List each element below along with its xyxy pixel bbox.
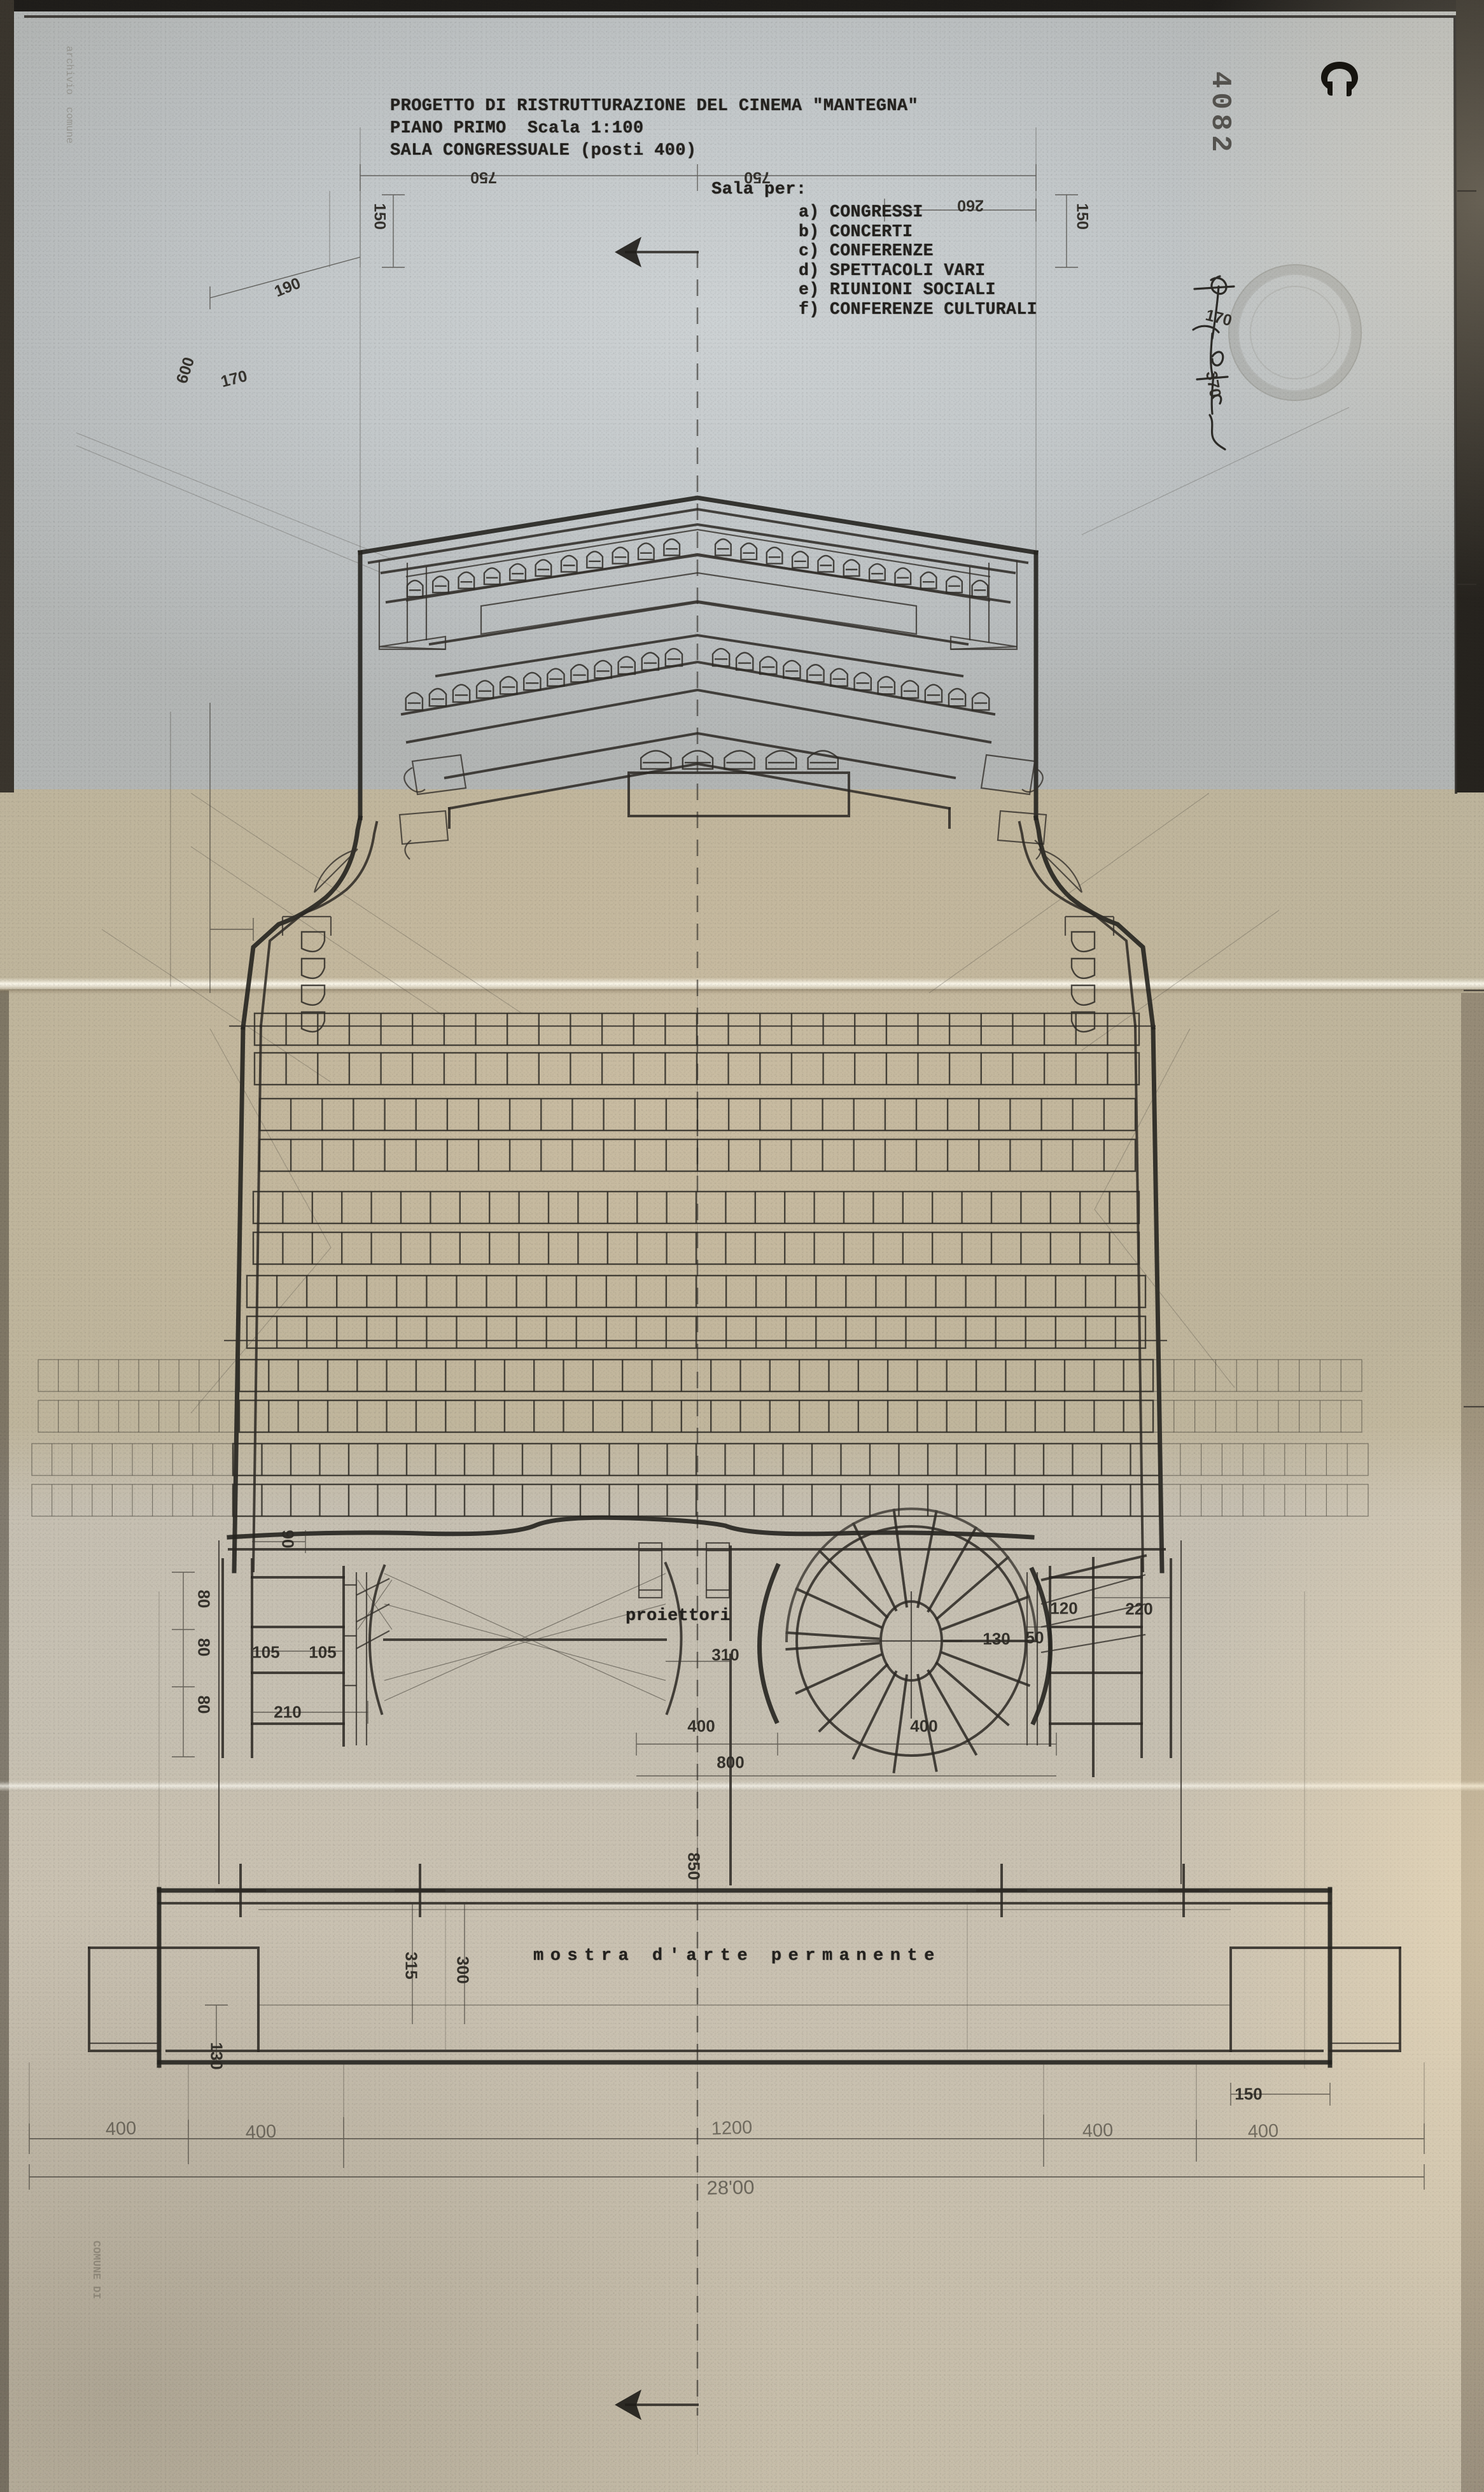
projection-level	[218, 1507, 1182, 1885]
dimension-label: 750	[470, 168, 497, 187]
projection-booth-left	[368, 1542, 732, 1715]
dimension-lines	[29, 127, 1425, 2190]
main-seating	[31, 1012, 1369, 1517]
dimension-label: 105	[309, 1642, 337, 1662]
overall-dimension-label: 400	[1247, 2120, 1279, 2143]
balcony-chairs	[405, 538, 990, 711]
projectors-label: proiettori	[626, 1607, 731, 1626]
balcony-side-box-right	[949, 560, 1018, 651]
dimension-label: 400	[687, 1716, 715, 1736]
construction-lines	[76, 407, 1350, 2069]
dimension-label: 150	[1073, 203, 1091, 230]
seat-row	[238, 1358, 1154, 1393]
balcony-plan	[357, 495, 1039, 829]
dimension-label: 150	[370, 203, 389, 230]
balcony-partition	[480, 572, 918, 635]
stage-furniture-left-2	[398, 810, 449, 860]
section-line-a-a	[615, 237, 699, 2420]
overall-dimension-label: 400	[245, 2121, 277, 2143]
dimension-label: 315	[402, 1952, 421, 1980]
dimension-label: 90	[278, 1530, 298, 1549]
exhibition-label: mostra d'arte permanente	[533, 1946, 941, 1966]
dimension-label: 80	[194, 1695, 214, 1714]
handwritten-signature	[1192, 275, 1235, 451]
balcony-seat-row-1	[405, 528, 991, 602]
dimension-label: 850	[684, 1852, 704, 1880]
ink-stamp-mark	[1321, 62, 1358, 97]
dimension-label: 120	[1050, 1598, 1078, 1618]
dimension-label: 50	[1025, 1628, 1044, 1647]
embossed-seal	[1228, 264, 1362, 401]
title-block: PROGETTO DI RISTRUTTURAZIONE DEL CINEMA …	[390, 97, 919, 160]
dimension-label: 260	[957, 196, 984, 215]
projector-machines	[638, 1542, 731, 1599]
dimension-label: 400	[910, 1716, 938, 1736]
overall-dimension-label: 1200	[711, 2117, 753, 2139]
dimension-label: 130	[207, 2042, 227, 2070]
balcony-side-box-left	[378, 560, 447, 651]
overall-total-dimension: 28'00	[706, 2176, 755, 2199]
spiral-staircase	[757, 1507, 1053, 1773]
dimension-label: 800	[717, 1752, 745, 1772]
left-exit-stair	[356, 1578, 393, 1649]
stage-furniture-right	[980, 754, 1044, 796]
dimension-label: 310	[711, 1645, 739, 1665]
dimension-label: 220	[1125, 1599, 1153, 1619]
dimension-label: 130	[983, 1629, 1011, 1649]
exhibition-hall	[88, 1864, 1401, 2068]
uses-heading: Sala per:	[711, 180, 807, 199]
uses-list: a) CONGRESSI b) CONCERTI c) CONFERENZE d…	[799, 202, 1037, 319]
overall-dimension-label: 400	[105, 2118, 137, 2140]
dimension-label: 750	[744, 168, 771, 187]
dimension-label: 80	[194, 1638, 214, 1657]
archive-number: 4082	[1204, 71, 1236, 157]
dimension-label: 300	[453, 1956, 473, 1984]
overall-dimension-label: 400	[1082, 2120, 1114, 2142]
margin-stamp-top-left: archivio comune	[64, 46, 75, 144]
stage-furniture-left	[403, 754, 467, 796]
dimension-label: 150	[1235, 2084, 1263, 2104]
presidium-table	[627, 750, 850, 817]
seat-row	[238, 1399, 1154, 1433]
sheet-border	[24, 15, 1484, 1408]
dimension-label: 210	[274, 1702, 302, 1722]
aisle-bands	[224, 1025, 1167, 1342]
dimension-label: 105	[252, 1642, 280, 1662]
dimension-label: 80	[194, 1589, 214, 1609]
column-markers	[215, 1864, 1209, 1917]
margin-stamp-bottom-left: COMUNE DI	[90, 2241, 102, 2299]
